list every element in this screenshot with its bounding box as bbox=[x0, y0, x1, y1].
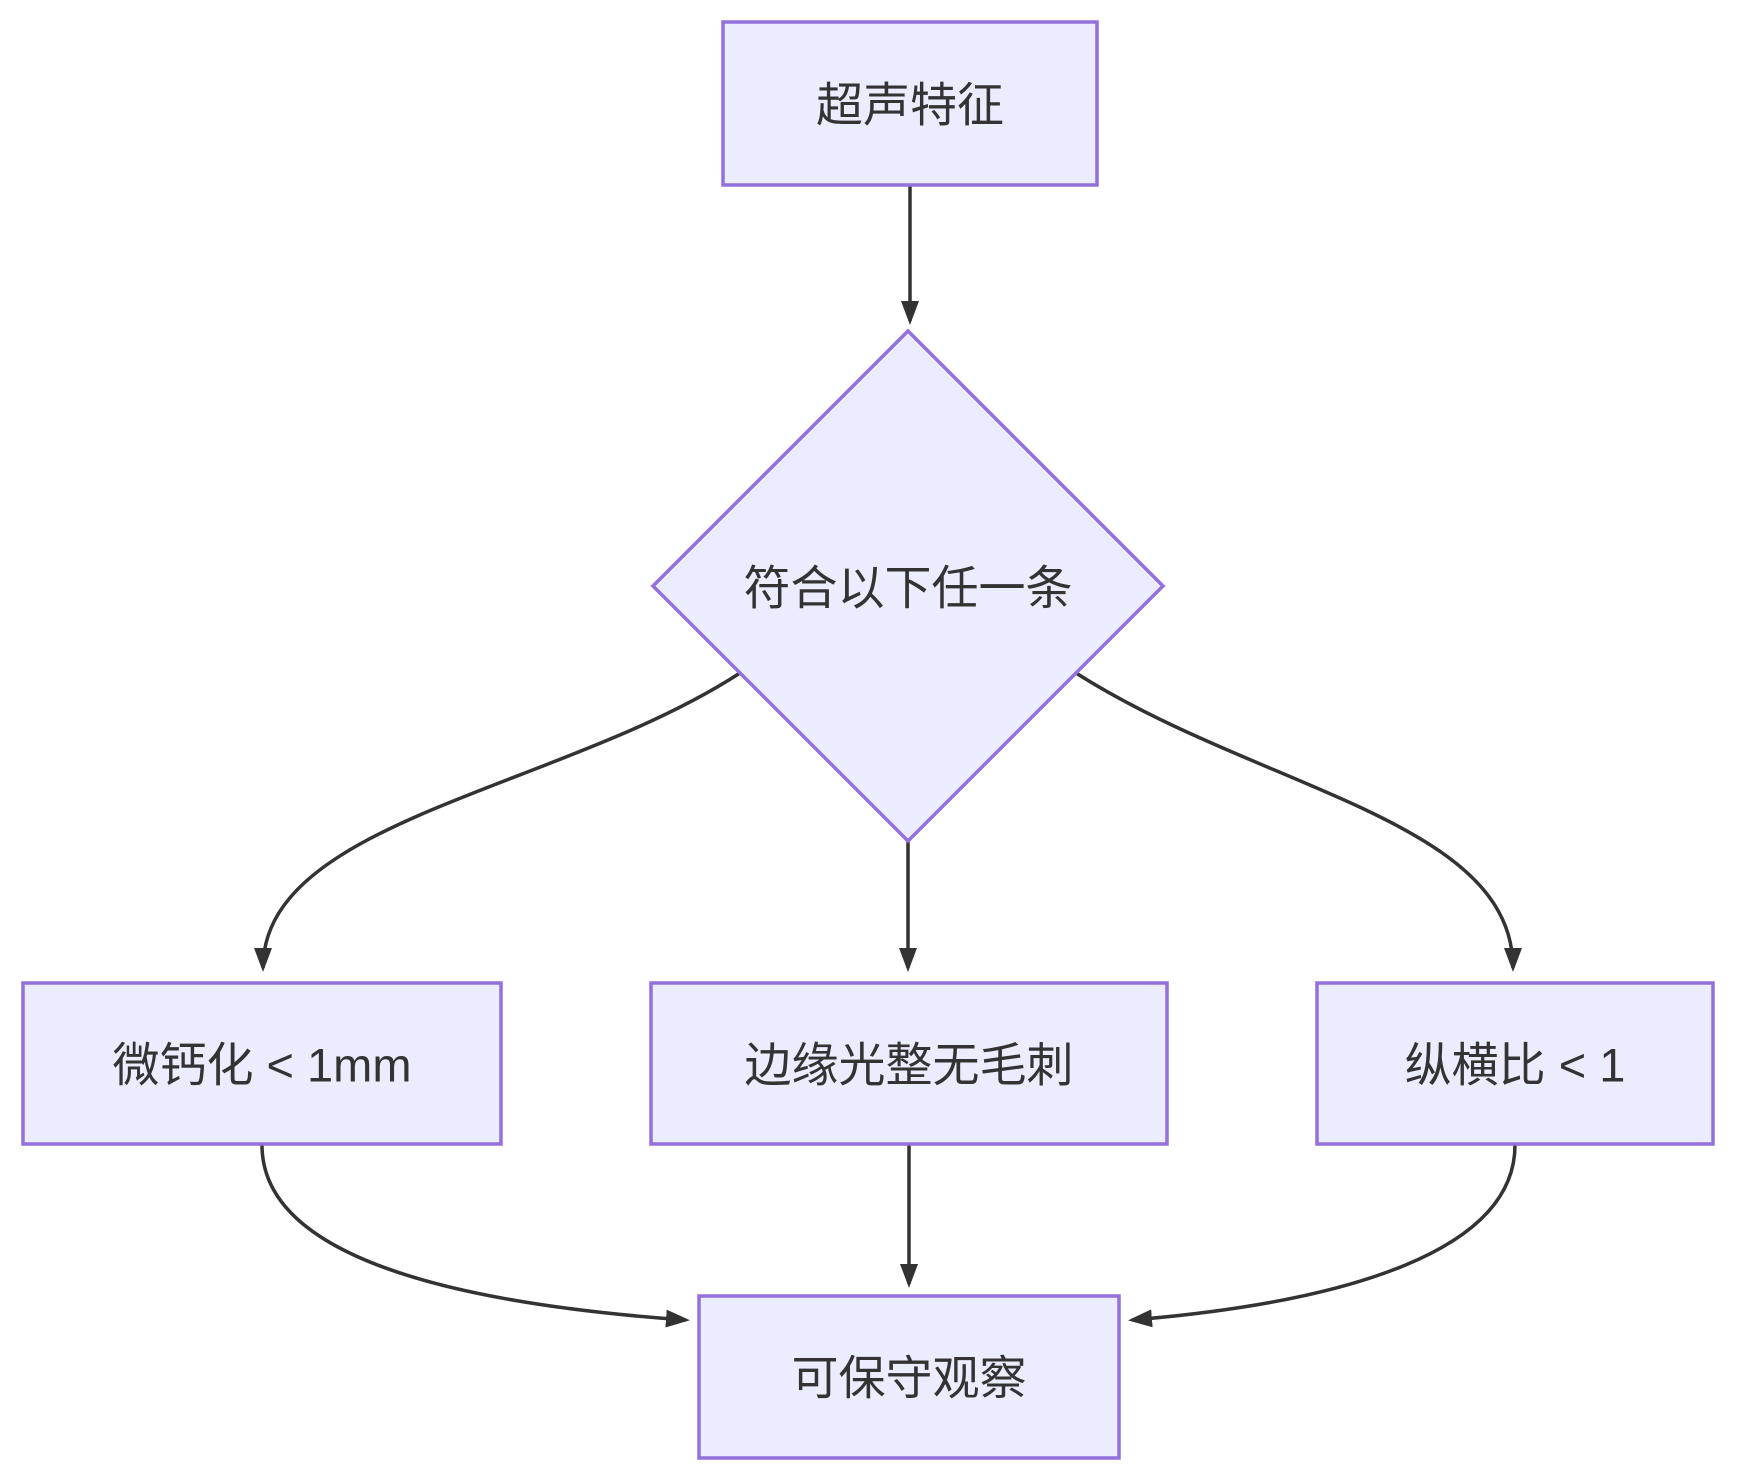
microcalcification-label: 微钙化 < 1mm bbox=[112, 1039, 411, 1092]
node-criteria-decision: 符合以下任一条 bbox=[650, 328, 1166, 844]
edge-decision-to-microcalcification bbox=[254, 671, 741, 972]
node-aspect-ratio: 纵横比 < 1 bbox=[1315, 981, 1715, 1146]
node-ultrasound-features: 超声特征 bbox=[721, 20, 1099, 187]
edge-decision-to-aspect-ratio bbox=[1075, 671, 1522, 972]
criteria-decision-label: 符合以下任一条 bbox=[744, 562, 1073, 615]
edge-microcalcification-to-result bbox=[260, 1144, 690, 1328]
conservative-observation-label: 可保守观察 bbox=[792, 1352, 1027, 1405]
ultrasound-features-label: 超声特征 bbox=[816, 79, 1004, 132]
node-microcalcification: 微钙化 < 1mm bbox=[21, 981, 503, 1146]
aspect-ratio-label: 纵横比 < 1 bbox=[1405, 1039, 1626, 1092]
node-smooth-margin: 边缘光整无毛刺 bbox=[649, 981, 1169, 1146]
microcalcification-box bbox=[21, 981, 503, 1146]
aspect-ratio-box bbox=[1315, 981, 1715, 1146]
node-conservative-observation: 可保守观察 bbox=[697, 1294, 1121, 1460]
smooth-margin-label: 边缘光整无毛刺 bbox=[745, 1039, 1074, 1092]
criteria-decision-diamond bbox=[650, 328, 1166, 844]
edge-aspect-ratio-to-result bbox=[1128, 1144, 1517, 1328]
smooth-margin-box bbox=[649, 981, 1169, 1146]
conservative-observation-box bbox=[697, 1294, 1121, 1460]
ultrasound-features-box bbox=[721, 20, 1099, 187]
edge-group bbox=[254, 186, 1522, 1328]
